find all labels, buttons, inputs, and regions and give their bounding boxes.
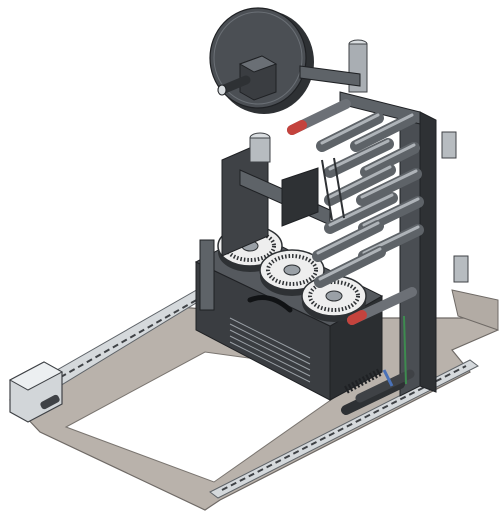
reel-icon — [209, 7, 361, 114]
roller-icon — [350, 112, 418, 152]
roller-icon — [356, 168, 422, 206]
right-post-lower — [453, 255, 469, 283]
tower-crossbar — [339, 91, 421, 125]
roller-icon — [314, 246, 386, 288]
roller-icon — [324, 192, 398, 234]
right-post-upper — [441, 131, 457, 159]
reel-hub-top — [238, 55, 278, 73]
front-rail-slot — [221, 365, 467, 491]
end-block-slot — [40, 394, 60, 410]
vent-slots — [229, 317, 311, 383]
reel-rim-highlight — [213, 11, 303, 105]
enclosure-handle — [247, 295, 293, 313]
guide-rod — [333, 157, 345, 219]
left-post — [249, 137, 271, 163]
housing-inner-block — [281, 167, 319, 227]
reel-shaft-end — [217, 84, 227, 96]
enclosure-side-panel — [199, 239, 215, 311]
roller-icon — [316, 112, 384, 152]
end-block-top — [8, 361, 64, 391]
tower-side — [419, 111, 437, 393]
upper-housing — [221, 132, 331, 257]
roller-icon — [324, 138, 394, 178]
guide-rod — [321, 159, 333, 221]
base-plate-right-flange — [451, 289, 499, 331]
spring — [344, 368, 382, 394]
red-accent-roller-upper — [287, 99, 351, 135]
roller-icon — [312, 220, 384, 262]
roller-icon — [360, 142, 420, 178]
reel-arm — [299, 65, 361, 87]
red-accent-roller-lower — [347, 287, 417, 325]
green-cable — [403, 315, 407, 385]
roller-ladder — [312, 112, 424, 288]
blue-cable — [382, 369, 394, 387]
left-rail-slot — [51, 297, 201, 383]
bottom-rollers — [341, 315, 415, 415]
